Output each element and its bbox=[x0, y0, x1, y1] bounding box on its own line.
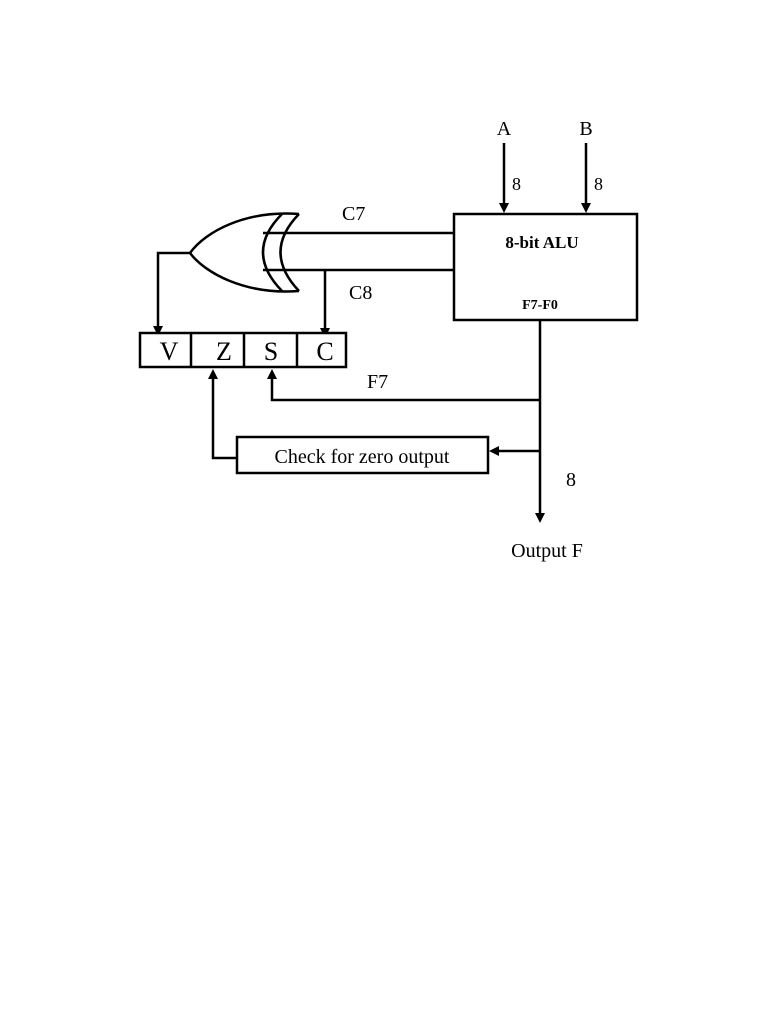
flags-register: V Z S C bbox=[138, 331, 348, 369]
flag-s: S bbox=[264, 337, 278, 366]
f7-label: F7 bbox=[367, 371, 388, 393]
c8-label: C8 bbox=[349, 282, 372, 304]
input-b-width: 8 bbox=[594, 174, 603, 194]
output-label: Output F bbox=[511, 540, 583, 562]
xor-input-curve bbox=[261, 213, 283, 292]
f7-to-s-arrow bbox=[267, 369, 540, 402]
zero-check-to-z-arrow bbox=[208, 369, 237, 460]
alu-output-bits: F7-F0 bbox=[522, 298, 558, 313]
xor-back-curve bbox=[279, 213, 300, 292]
flag-c: C bbox=[316, 337, 333, 366]
flag-z: Z bbox=[216, 337, 232, 366]
output-width: 8 bbox=[566, 469, 576, 491]
xor-bottom-curve bbox=[189, 252, 300, 293]
xor-to-v-arrow bbox=[153, 251, 190, 336]
xor-gate bbox=[188, 212, 300, 293]
flag-v: V bbox=[160, 337, 179, 366]
zero-check-box bbox=[235, 435, 490, 475]
c7-label: C7 bbox=[342, 203, 365, 225]
input-a-width: 8 bbox=[512, 174, 521, 194]
input-b-label: B bbox=[579, 118, 592, 140]
alu-title: 8-bit ALU bbox=[505, 233, 578, 252]
input-a-label: A bbox=[497, 118, 512, 140]
zero-check-label: Check for zero output bbox=[275, 446, 450, 468]
xor-top-curve bbox=[188, 212, 300, 254]
alu-box bbox=[452, 212, 639, 322]
